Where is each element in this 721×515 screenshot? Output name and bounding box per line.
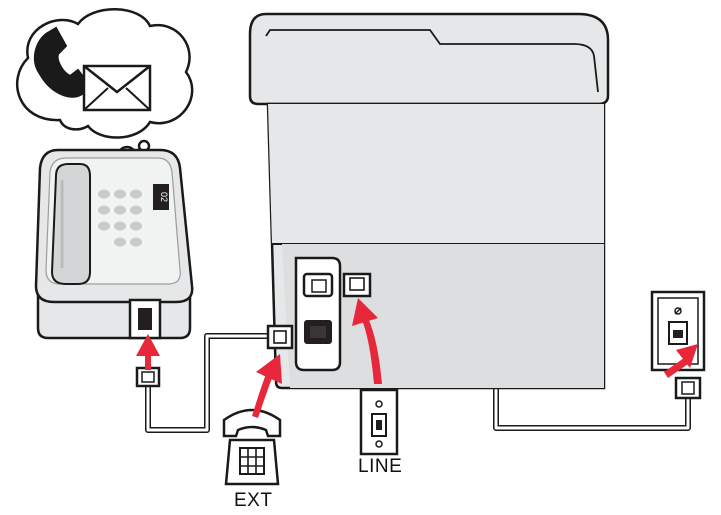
fax-line-port [128, 298, 162, 340]
arrow-icon [352, 298, 382, 384]
arrow-icon [252, 354, 282, 418]
fax-cable-plug [135, 366, 161, 388]
arrows [136, 298, 698, 418]
printer-line-port [342, 272, 372, 298]
line-wall-jack-icon [359, 388, 399, 456]
fax-display-text: 02 [159, 192, 169, 202]
fax-keypad [98, 189, 142, 247]
wall-jack-icon [650, 290, 706, 372]
arrow-icon [136, 334, 160, 370]
line-port-label: LINE [358, 456, 403, 477]
phone-handset-icon [33, 26, 92, 98]
printer [248, 12, 610, 390]
ext-port-label: EXT [234, 490, 273, 511]
arrow-icon [664, 344, 698, 378]
desk-phone-icon [222, 408, 282, 486]
wall-cable-plug [674, 376, 702, 400]
fax-machine: 02 [34, 148, 194, 340]
envelope-icon [82, 64, 152, 112]
fax-display [153, 184, 169, 210]
fax-handset [50, 163, 91, 285]
ext-cable-plug [266, 324, 294, 350]
